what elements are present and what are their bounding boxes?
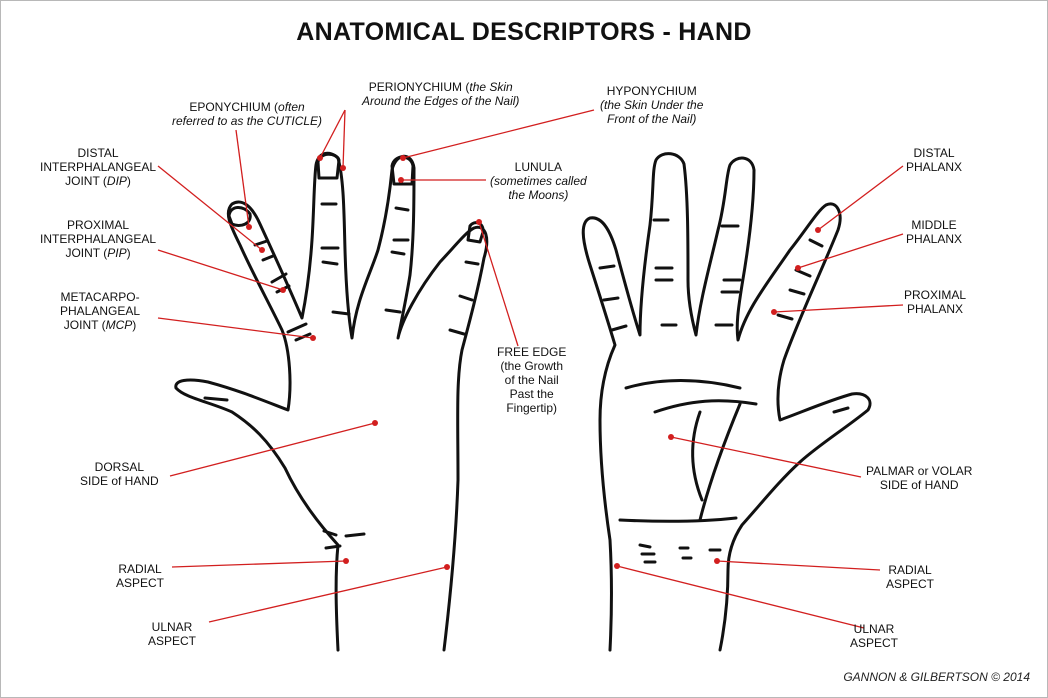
label-proximal-phalanx: PROXIMAL PHALANX: [904, 288, 966, 316]
label-hyponychium: HYPONYCHIUM (the Skin Under the Front of…: [600, 84, 703, 126]
label-palmar-side: PALMAR or VOLAR SIDE of HAND: [866, 464, 972, 492]
label-ulnar-aspect-right: ULNAR ASPECT: [850, 622, 898, 650]
label-distal-phalanx: DISTAL PHALANX: [906, 146, 962, 174]
label-radial-aspect-right: RADIAL ASPECT: [886, 563, 934, 591]
label-dip: DISTAL INTERPHALANGEAL JOINT (DIP): [40, 146, 156, 188]
label-pip: PROXIMAL INTERPHALANGEAL JOINT (PIP): [40, 218, 156, 260]
copyright-credit: GANNON & GILBERTSON © 2014: [843, 670, 1030, 684]
label-lunula: LUNULA (sometimes called the Moons): [490, 160, 587, 202]
label-free-edge: FREE EDGE (the Growth of the Nail Past t…: [497, 345, 566, 415]
label-mcp: METACARPO- PHALANGEAL JOINT (MCP): [60, 290, 140, 332]
label-dorsal-side: DORSAL SIDE of HAND: [80, 460, 159, 488]
label-middle-phalanx: MIDDLE PHALANX: [906, 218, 962, 246]
label-perionychium: PERIONYCHIUM (the Skin Around the Edges …: [362, 80, 519, 108]
label-eponychium: EPONYCHIUM (often referred to as the CUT…: [172, 100, 322, 128]
label-radial-aspect-left: RADIAL ASPECT: [116, 562, 164, 590]
dorsal-hand-outline: [176, 153, 487, 650]
label-ulnar-aspect-left: ULNAR ASPECT: [148, 620, 196, 648]
